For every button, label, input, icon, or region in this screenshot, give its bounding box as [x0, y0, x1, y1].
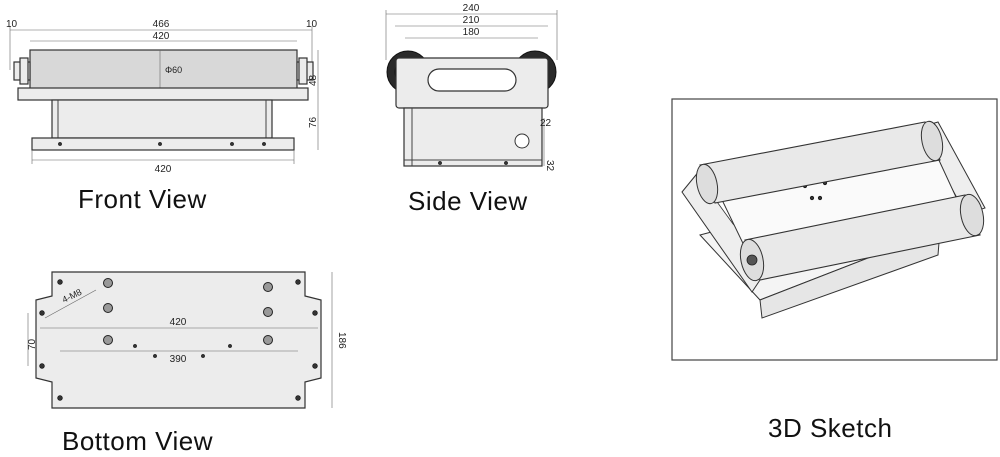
dim-70-text: 70 [27, 338, 38, 350]
sketch-hole [817, 195, 823, 201]
dim-76-text: 76 [308, 116, 319, 128]
sketch-back-roller-end [920, 120, 944, 162]
sketch-3d [671, 98, 998, 361]
leader-line [44, 289, 97, 319]
side-slot [427, 68, 517, 92]
dim-22-text: 22 [540, 118, 552, 129]
small-hole [201, 354, 205, 358]
mount-hole [312, 363, 318, 369]
sketch-axle [746, 254, 758, 266]
front-view: 466 10 10 420 Φ60 48 76 420 [6, 19, 319, 175]
side-hole [514, 133, 530, 149]
dim-base-420-text: 420 [155, 164, 172, 175]
small-hole [153, 354, 157, 358]
dim-diameter-text: Φ60 [165, 65, 182, 75]
dim-240-text: 240 [463, 3, 480, 14]
side-view: 240 210 180 22 32 [385, 3, 558, 172]
bolt-head [103, 303, 113, 313]
bolt-head [103, 335, 113, 345]
bolt-hole [504, 161, 508, 165]
bottom-view-caption: Bottom View [62, 426, 213, 456]
front-view-caption: Front View [78, 184, 207, 214]
dim-390-text: 390 [170, 354, 187, 365]
right-bearing [298, 57, 308, 85]
dim-32-text: 32 [544, 160, 555, 172]
sketch-caption: 3D Sketch [768, 413, 893, 443]
mount-hole [57, 279, 63, 285]
dim-left-gap-text: 10 [6, 19, 18, 30]
dim-420-text: 420 [153, 31, 170, 42]
bolt-hole [230, 142, 234, 146]
dim-48-text: 48 [308, 74, 319, 86]
front-roller [29, 49, 298, 91]
front-base-plate [31, 137, 295, 151]
bolt-head [263, 282, 273, 292]
mount-hole [39, 310, 45, 316]
small-hole [228, 344, 232, 348]
mount-hole [312, 310, 318, 316]
dim-180-text: 180 [463, 27, 480, 38]
mount-hole [295, 395, 301, 401]
small-hole [133, 344, 137, 348]
dim-186-text: 186 [336, 332, 347, 349]
left-bearing [19, 57, 29, 85]
sketch-front-roller-end [959, 193, 985, 237]
front-top-bar [17, 87, 309, 101]
mount-hole [39, 363, 45, 369]
front-frame [51, 99, 273, 139]
bottom-view: 4-M8 420 390 70 186 [27, 271, 347, 409]
bolt-hole [58, 142, 62, 146]
dim-bottom-420-text: 420 [170, 317, 187, 328]
dim-right-gap-text: 10 [306, 19, 318, 30]
dim-466-text: 466 [153, 19, 170, 30]
bolt-hole [438, 161, 442, 165]
mount-hole [295, 279, 301, 285]
bolt-head [263, 335, 273, 345]
dim-210-text: 210 [463, 15, 480, 26]
bolt-hole [158, 142, 162, 146]
sketch-back-roller-end [695, 163, 719, 205]
bolt-hole [262, 142, 266, 146]
side-view-caption: Side View [408, 186, 528, 216]
bolt-head [263, 307, 273, 317]
sketch-hole [809, 195, 815, 201]
mount-hole [57, 395, 63, 401]
bolt-head [103, 278, 113, 288]
